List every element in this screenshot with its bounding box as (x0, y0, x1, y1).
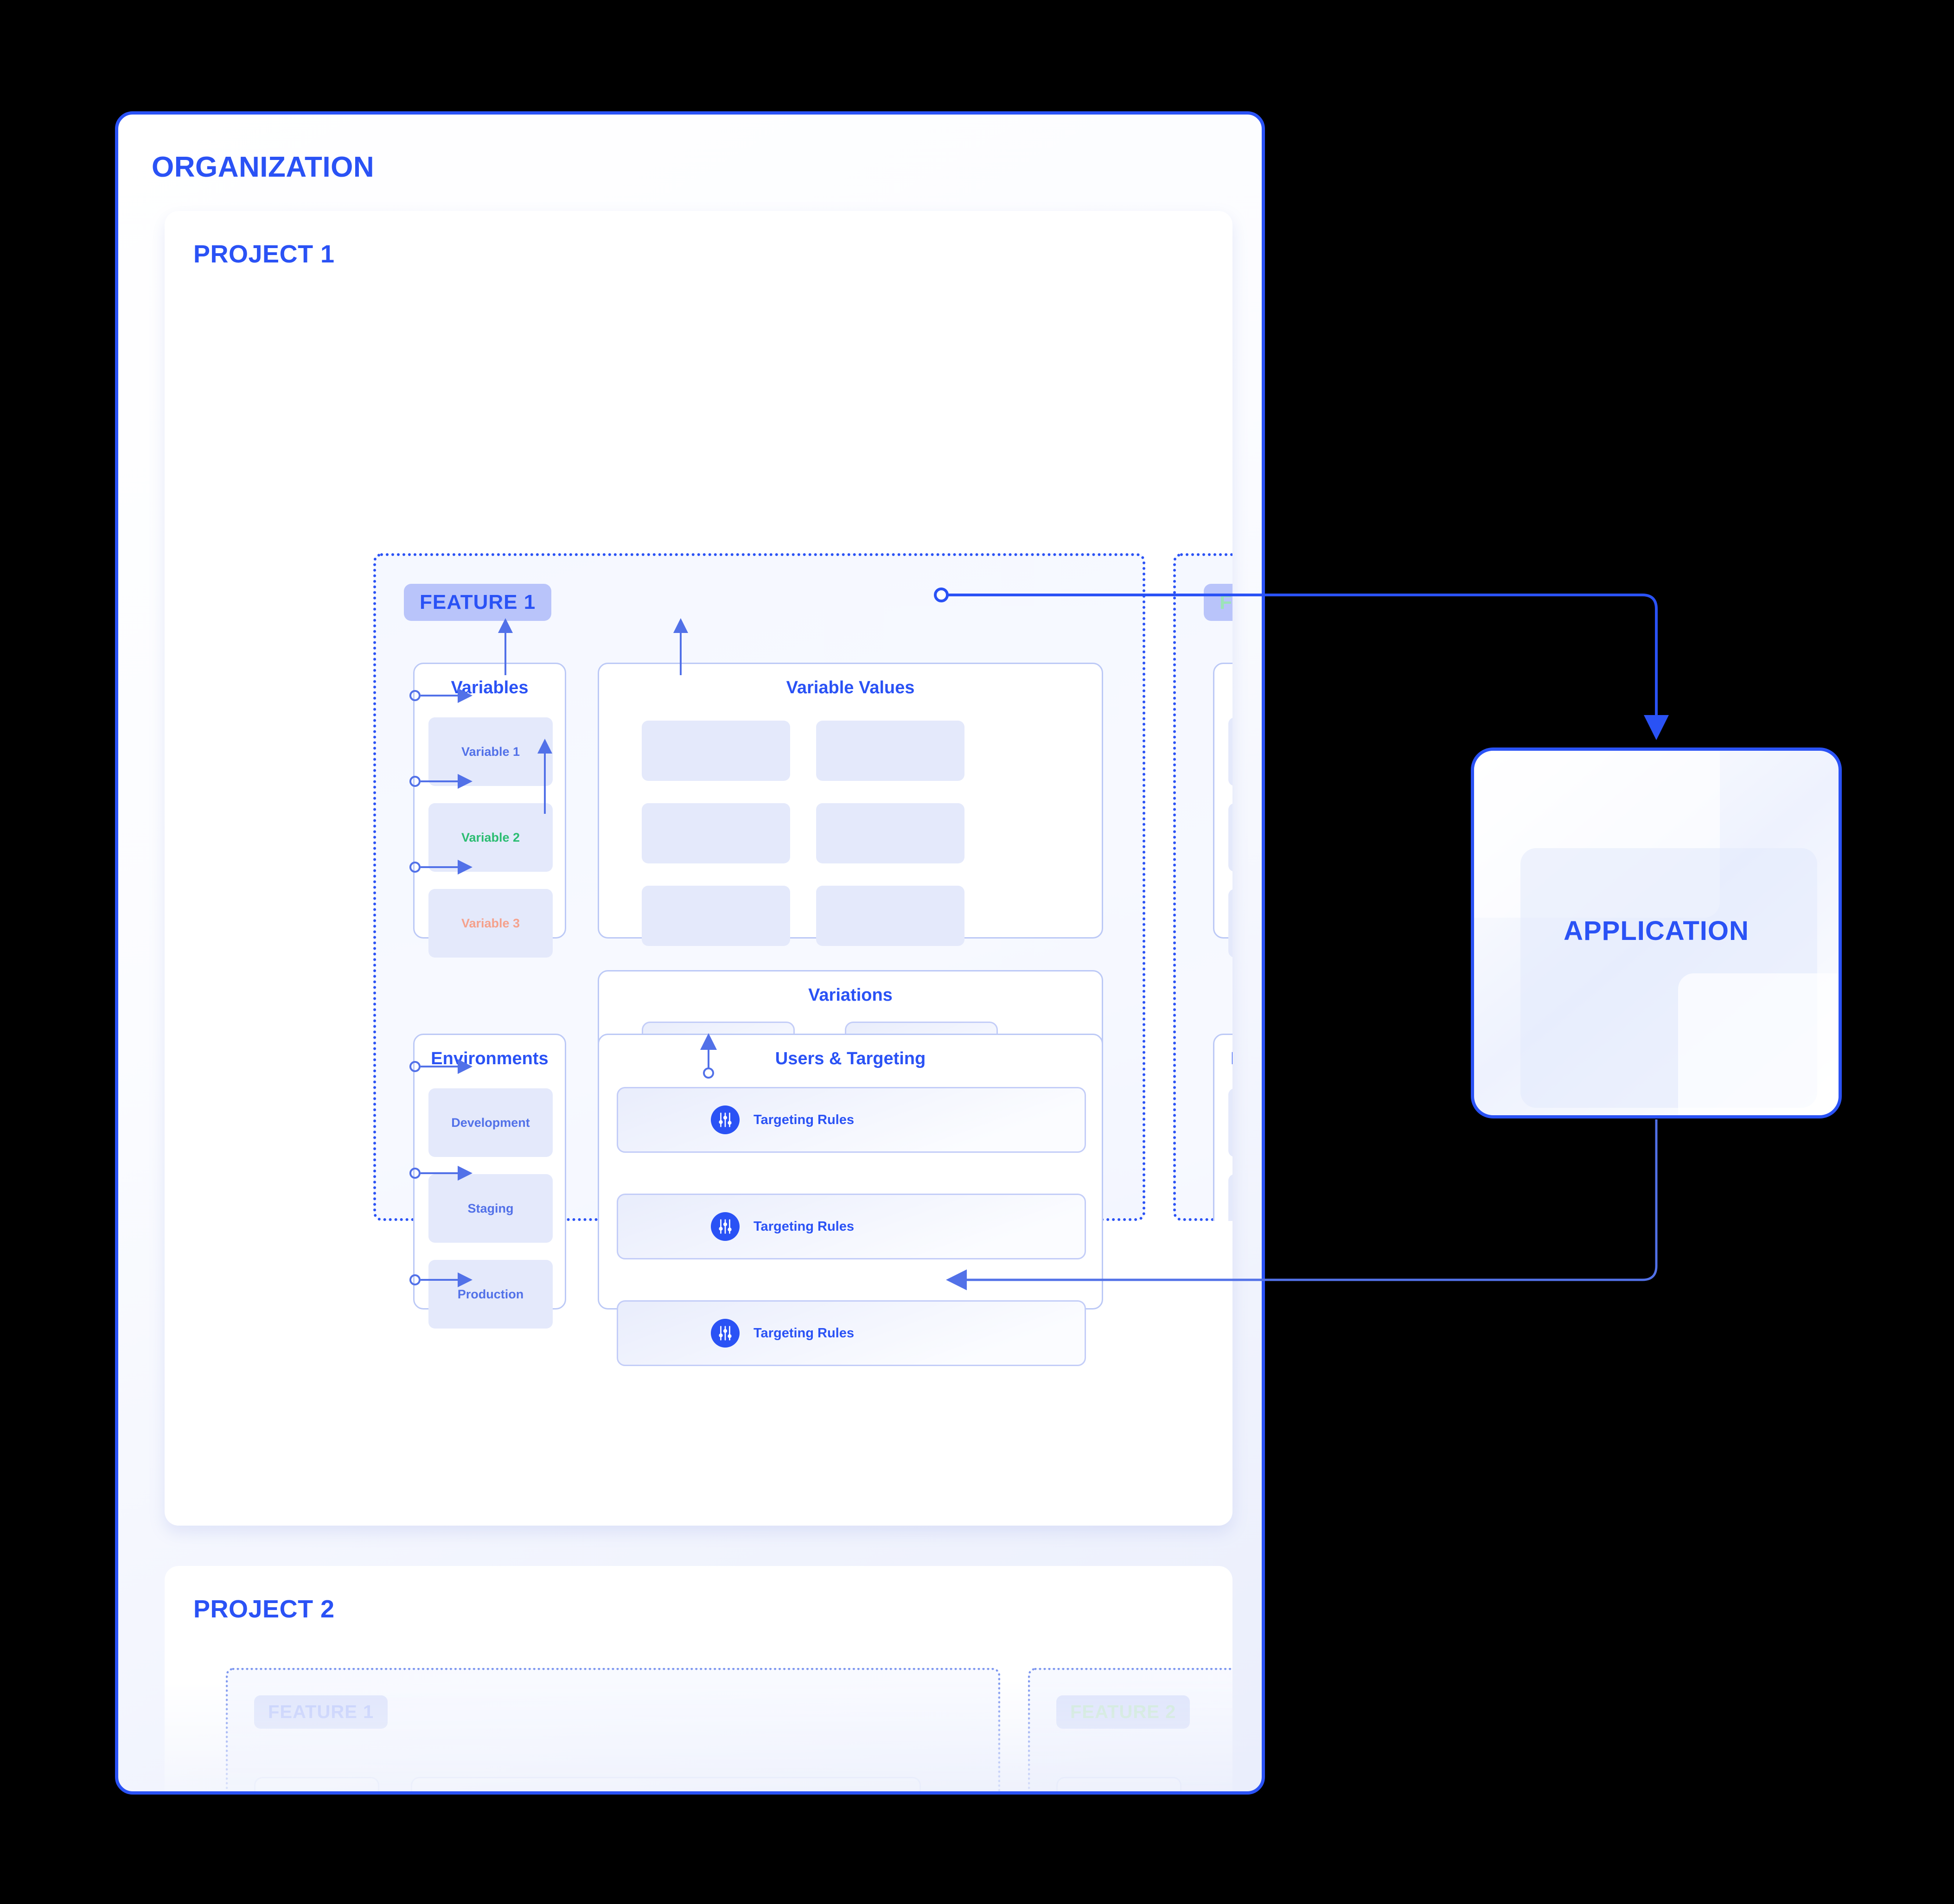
variables-panel-title: Variables (1214, 678, 1232, 698)
project-1-title: PROJECT 1 (193, 240, 335, 268)
targeting-rule-label: Targeting Rules (754, 1112, 854, 1127)
sliders-icon (711, 1212, 740, 1241)
project-2-feature-2-group: FEATURE 2 (1028, 1668, 1232, 1791)
variable-chip[interactable]: Variable 1 (428, 717, 553, 786)
variable-chip[interactable]: Variable 1 (1228, 717, 1232, 786)
ghost-panel (1056, 1777, 1181, 1791)
environment-chip-development[interactable]: Development (1228, 1088, 1232, 1157)
organization-card: ORGANIZATION PROJECT 1 FEATURE 1 Variabl… (115, 111, 1265, 1795)
application-box: APPLICATION (1471, 748, 1842, 1118)
variable-value-box[interactable] (816, 886, 964, 946)
environments-panel: Environments Development Staging Product… (413, 1034, 566, 1329)
variable-values-panel: Variable Values (598, 663, 1103, 946)
users-targeting-panel: Users & Targeting Targeting Rules Target… (598, 1034, 1103, 1366)
project-2-feature-2-badge[interactable]: FEATURE 2 (1056, 1695, 1190, 1729)
environment-chip-production[interactable]: Production (1228, 1260, 1232, 1329)
targeting-rule-row[interactable]: Targeting Rules (617, 1194, 1086, 1259)
environments-panel: Environments Development Staging Product… (1213, 1034, 1232, 1329)
variable-value-box[interactable] (816, 803, 964, 863)
variable-value-box[interactable] (642, 886, 790, 946)
environments-panel-title: Environments (431, 1049, 549, 1068)
variable-chip[interactable]: Variable 2 (428, 803, 553, 872)
variable-values-panel-title: Variable Values (786, 678, 915, 697)
sliders-icon (711, 1319, 740, 1348)
project-1-card: PROJECT 1 FEATURE 1 Variables Variable 1… (165, 211, 1232, 1526)
variable-value-box[interactable] (642, 803, 790, 863)
project-2-feature-1-group: FEATURE 1 (226, 1668, 1000, 1791)
organization-title: ORGANIZATION (152, 151, 375, 183)
ghost-panel (254, 1777, 379, 1791)
feature-1-badge[interactable]: FEATURE 1 (404, 584, 552, 621)
sliders-icon (711, 1105, 740, 1134)
targeting-rule-row[interactable]: Targeting Rules (617, 1087, 1086, 1153)
environment-chip-production[interactable]: Production (428, 1260, 553, 1329)
ghost-panel (411, 1777, 921, 1791)
environment-chip-staging[interactable]: Staging (1228, 1174, 1232, 1243)
variable-chip[interactable]: Variable 3 (428, 889, 553, 958)
variable-chip[interactable]: Variable 2 (1228, 803, 1232, 872)
users-targeting-panel-title: Users & Targeting (775, 1049, 926, 1068)
targeting-rule-label: Targeting Rules (754, 1219, 854, 1234)
project-2-card: PROJECT 2 FEATURE 1 FEATURE 2 (165, 1566, 1232, 1791)
targeting-rule-label: Targeting Rules (754, 1325, 854, 1341)
variable-chip[interactable]: Variable 3 (1228, 889, 1232, 958)
project-2-title: PROJECT 2 (193, 1595, 335, 1623)
variables-panel-title: Variables (451, 678, 529, 697)
feature-1-group: FEATURE 1 Variables Variable 1 Variable … (373, 553, 1145, 1366)
decorative-shape (1678, 973, 1839, 1115)
variable-value-box[interactable] (816, 721, 964, 781)
project-2-feature-1-badge[interactable]: FEATURE 1 (254, 1695, 388, 1729)
application-label: APPLICATION (1564, 916, 1749, 946)
variables-panel: Variables Variable 1 Variable 2 Variable… (413, 663, 566, 958)
variations-panel-title: Variations (808, 985, 893, 1005)
environments-panel-title: Environments (1214, 1049, 1232, 1069)
targeting-rule-row[interactable]: Targeting Rules (617, 1300, 1086, 1366)
variables-panel: Variables Variable 1 Variable 2 Variable… (1213, 663, 1232, 958)
environment-chip-staging[interactable]: Staging (428, 1174, 553, 1243)
environment-chip-development[interactable]: Development (428, 1088, 553, 1157)
feature-2-group: FEATURE 2 Variables Variable 1 Variable … (1173, 553, 1232, 1329)
feature-2-badge[interactable]: FEATURE 2 (1204, 584, 1232, 621)
variable-value-box[interactable] (642, 721, 790, 781)
